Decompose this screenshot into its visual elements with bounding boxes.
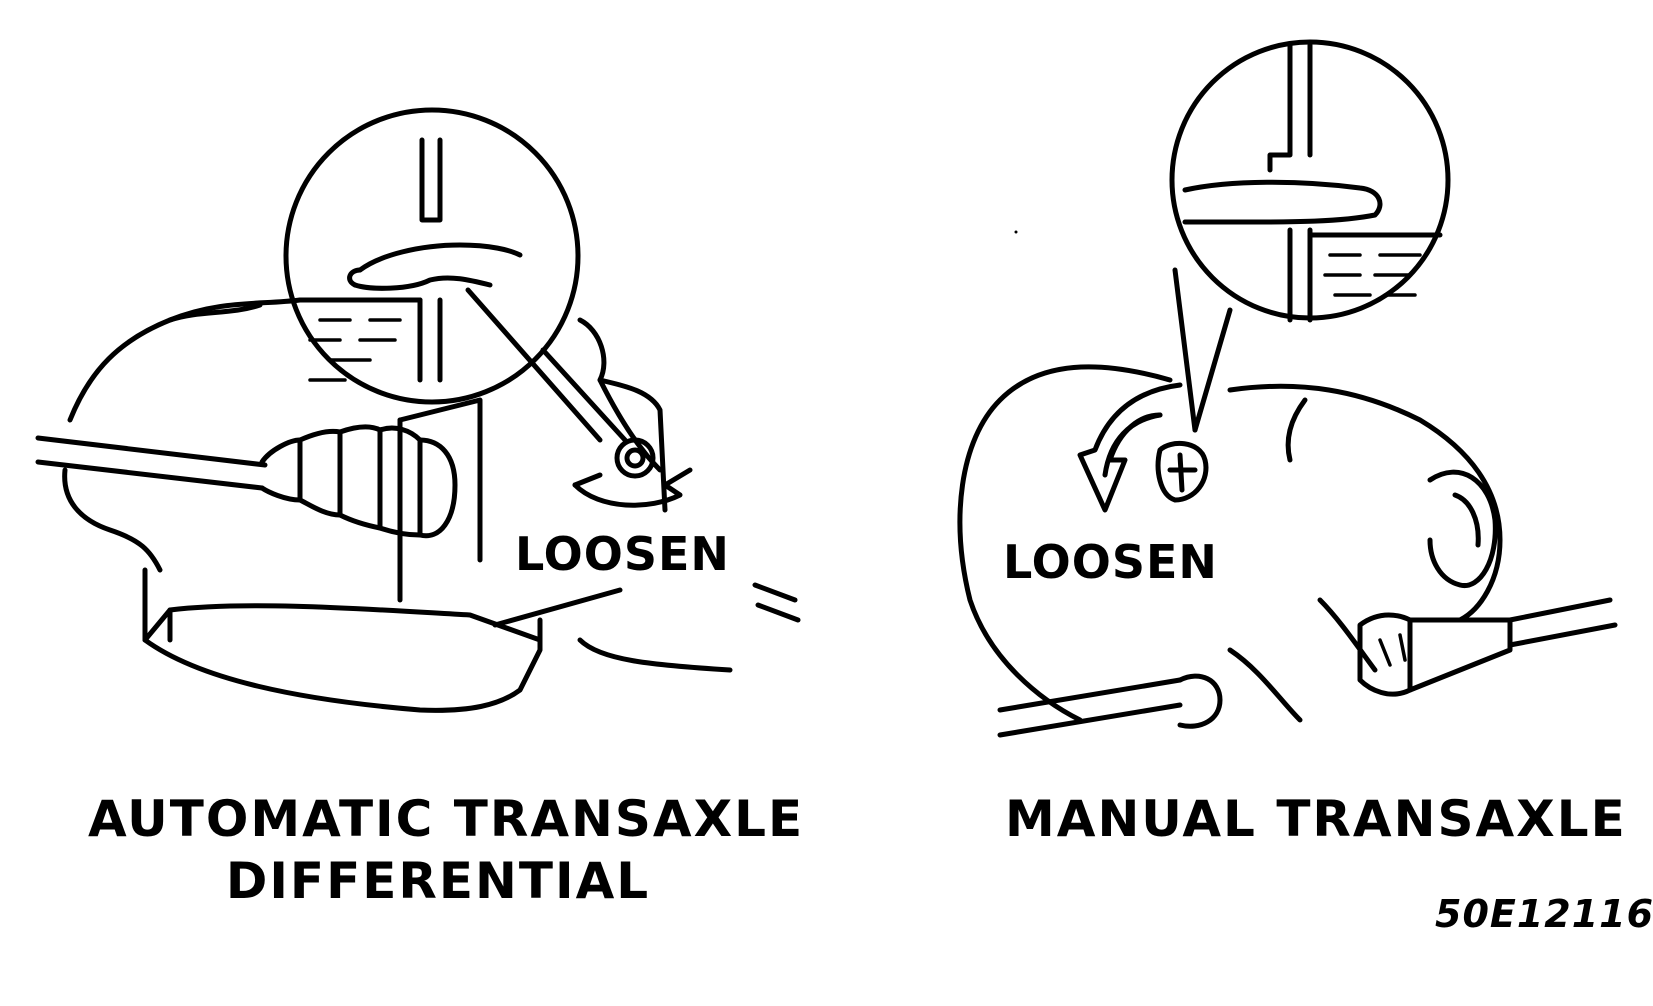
caption-line-1: AUTOMATIC TRANSAXLE [88, 790, 805, 848]
left-loosen-label: LOOSEN [515, 527, 730, 581]
speck-mark [1014, 230, 1018, 234]
right-loosen-label: LOOSEN [1003, 535, 1218, 589]
automatic-transaxle-caption: AUTOMATIC TRANSAXLE DIFFERENTIAL [88, 788, 805, 912]
automatic-transaxle-illustration [35, 107, 801, 713]
figure-code: 50E12116 [1435, 892, 1653, 936]
manual-transaxle-caption: MANUAL TRANSAXLE [1005, 790, 1627, 848]
caption-line-2: DIFFERENTIAL [225, 852, 651, 910]
manual-transaxle-illustration [957, 39, 1618, 738]
